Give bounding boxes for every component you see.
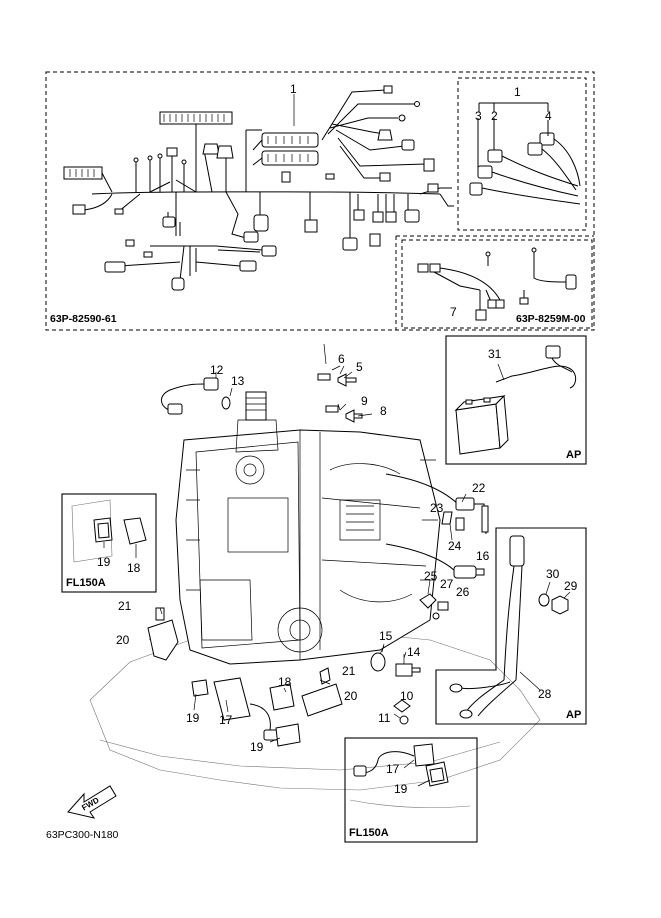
callout-24: 24 [448, 539, 462, 553]
callout-28: 28 [538, 687, 552, 701]
forward-arrow [67, 785, 117, 819]
engine-block [89, 391, 541, 791]
callout-7: 7 [450, 305, 457, 319]
callout-18-fl: 18 [127, 561, 141, 575]
callout-4: 4 [545, 109, 552, 123]
callout-27: 27 [440, 577, 454, 591]
fl150a-left-box [61, 493, 157, 593]
fl150a-left-label: FL150A [66, 577, 106, 589]
callout-15: 15 [379, 629, 393, 643]
callout-1-main: 1 [290, 82, 297, 96]
main-coupler-lower [261, 150, 319, 166]
harness-inset-frame [457, 77, 587, 231]
ap-bottom-label: AP [566, 709, 581, 721]
callout-5: 5 [356, 360, 363, 374]
callout-17-main: 17 [219, 713, 233, 727]
callout-23: 23 [430, 501, 444, 515]
sub-harness-frame [401, 239, 593, 329]
callout-18-main: 18 [278, 675, 292, 689]
callout-25: 25 [424, 569, 438, 583]
ap-battery-box [445, 335, 587, 465]
harness-section [45, 71, 595, 331]
callout-10: 10 [400, 689, 414, 703]
main-harness-code: 63P-82590-61 [50, 313, 117, 325]
callout-19-main-b: 19 [250, 740, 264, 754]
callout-19-fl-bottom: 19 [394, 782, 408, 796]
callout-19-main-a: 19 [186, 711, 200, 725]
callout-21-right: 21 [342, 664, 356, 678]
callout-31: 31 [488, 347, 502, 361]
callout-17-fl: 17 [386, 762, 400, 776]
harness-frame [45, 71, 595, 331]
callout-16: 16 [476, 549, 490, 563]
callout-19-fl-left: 19 [97, 555, 111, 569]
callout-9: 9 [361, 394, 368, 408]
parts-group [147, 94, 489, 747]
callout-13: 13 [231, 374, 245, 388]
main-coupler-upper [261, 132, 319, 148]
harness-trunk [91, 191, 441, 195]
callout-6: 6 [338, 352, 345, 366]
callout-29: 29 [564, 579, 578, 593]
callout-21-left: 21 [118, 599, 132, 613]
callout-22: 22 [472, 481, 486, 495]
callout-26: 26 [456, 585, 470, 599]
callout-20-right: 20 [344, 689, 358, 703]
sub-harness-code: 63P-8259M-00 [516, 313, 586, 325]
figure-code: 63PC300-N180 [46, 829, 119, 841]
callout-12: 12 [210, 363, 224, 377]
callout-2: 2 [491, 109, 498, 123]
callout-1-inset: 1 [514, 85, 521, 99]
fl150a-bottom-label: FL150A [349, 827, 389, 839]
callout-20-left: 20 [116, 633, 130, 647]
ap-top-label: AP [566, 449, 581, 461]
ecm-connector [159, 111, 233, 125]
callout-30: 30 [546, 567, 560, 581]
callout-3: 3 [475, 109, 482, 123]
fl150a-bottom-box [344, 737, 478, 843]
callout-14: 14 [407, 645, 421, 659]
ap-cable-box [435, 527, 587, 725]
callout-11: 11 [378, 711, 391, 725]
labels: 63P-82590-61 63P-8259M-00 63PC300-N180 A… [46, 82, 586, 841]
callout-8: 8 [380, 404, 387, 418]
